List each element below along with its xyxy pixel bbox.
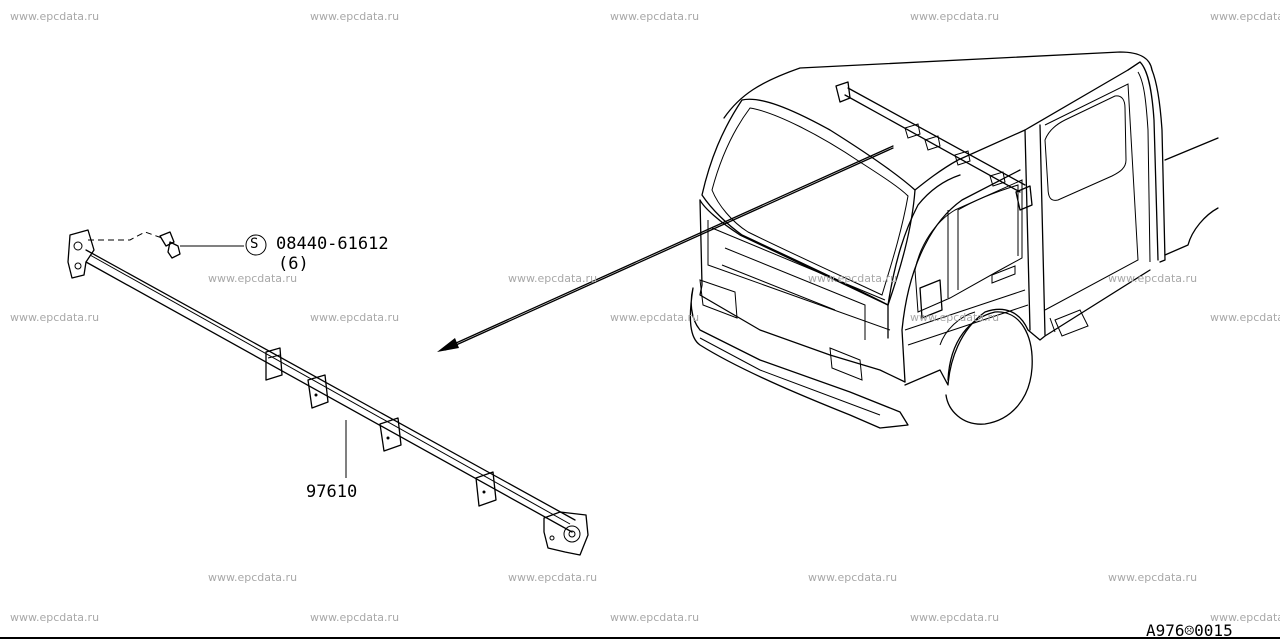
watermark: www.epcdata.ru xyxy=(910,311,1000,324)
watermark: www.epcdata.ru xyxy=(310,10,400,23)
vehicle-illustration xyxy=(437,51,1219,429)
watermark: www.epcdata.ru xyxy=(610,611,700,624)
watermark: www.epcdata.ru xyxy=(10,611,100,624)
watermark: www.epcdata.ru xyxy=(610,311,700,324)
watermark: www.epcdata.ru xyxy=(508,571,598,584)
watermark: www.epcdata.ru xyxy=(208,272,298,285)
watermark: www.epcdata.ru xyxy=(208,571,298,584)
bolt-symbol: S xyxy=(250,236,259,252)
watermark: www.epcdata.ru xyxy=(1210,611,1280,624)
rail-part-number: 97610 xyxy=(306,482,358,502)
watermark: www.epcdata.ru xyxy=(310,311,400,324)
watermark: www.epcdata.ru xyxy=(610,10,700,23)
watermark: www.epcdata.ru xyxy=(1210,311,1280,324)
diagram-id: A976☹0015 xyxy=(1146,621,1233,640)
watermark: www.epcdata.ru xyxy=(1108,571,1198,584)
bottom-border xyxy=(0,637,1280,639)
watermark: www.epcdata.ru xyxy=(508,272,598,285)
bolt-part-number: 08440-61612 xyxy=(276,234,389,254)
watermark: www.epcdata.ru xyxy=(1210,10,1280,23)
watermark: www.epcdata.ru xyxy=(808,272,898,285)
watermark: www.epcdata.ru xyxy=(10,311,100,324)
roof-rail-detail xyxy=(67,229,589,556)
watermark: www.epcdata.ru xyxy=(910,611,1000,624)
watermark: www.epcdata.ru xyxy=(910,10,1000,23)
watermark: www.epcdata.ru xyxy=(808,571,898,584)
bolt-quantity: (6) xyxy=(278,254,309,274)
watermark: www.epcdata.ru xyxy=(310,611,400,624)
watermark: www.epcdata.ru xyxy=(1108,272,1198,285)
watermark: www.epcdata.ru xyxy=(10,10,100,23)
